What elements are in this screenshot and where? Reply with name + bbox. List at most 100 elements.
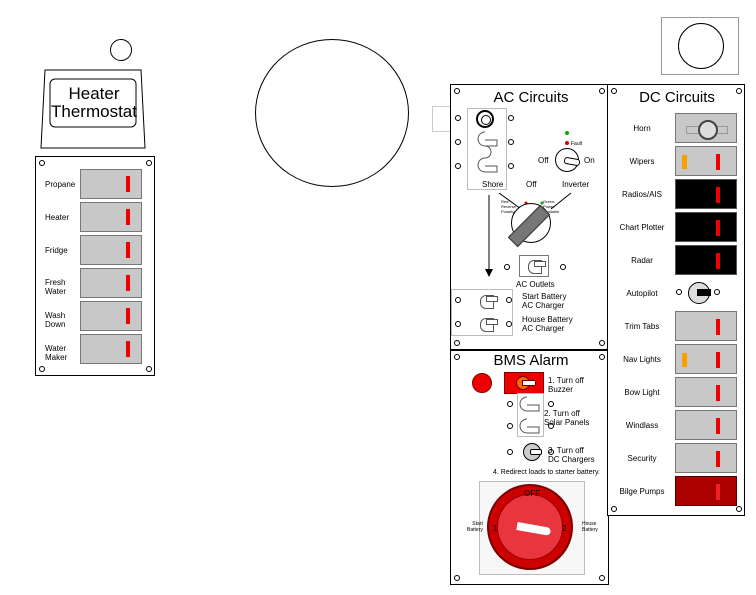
switch-pos2-label: 2 <box>562 524 567 533</box>
horn-style-button[interactable] <box>476 110 494 128</box>
dc-row: Wipers <box>608 145 744 177</box>
screw <box>454 354 460 360</box>
screw <box>146 160 152 166</box>
dc-switch[interactable] <box>675 344 737 374</box>
left-panel-label: Fridge <box>45 246 68 255</box>
dc-switch[interactable] <box>675 443 737 473</box>
screw <box>508 139 514 145</box>
inverter-label: Inverter <box>562 180 590 189</box>
dc-switch[interactable] <box>675 179 737 209</box>
dc-switch[interactable] <box>675 476 737 506</box>
switch-pos1-label: 1 <box>493 524 498 533</box>
dc-switch[interactable] <box>675 311 737 341</box>
switch-led <box>716 385 720 401</box>
dc-label: Bow Light <box>624 388 660 397</box>
battery-switch-dial[interactable] <box>487 484 573 570</box>
dc-row: Horn <box>608 112 744 144</box>
switch-off-label: OFF <box>524 489 540 498</box>
dc-label: Autopilot <box>626 289 658 298</box>
screw <box>599 575 605 581</box>
green-note: Green: Power Available <box>543 199 560 214</box>
dc-row: Nav Lights <box>608 343 744 375</box>
selector-arrows-icon <box>485 192 572 277</box>
small-circle-indicator <box>110 39 132 61</box>
switch-led <box>716 352 720 368</box>
buzzer-switch[interactable] <box>504 372 544 394</box>
switch-led <box>126 308 130 324</box>
off-label: Off <box>538 156 549 165</box>
ac-outlets-label: AC Outlets <box>516 280 555 289</box>
heater-thermostat[interactable]: Heater Thermostat <box>37 68 149 150</box>
alarm-light <box>472 373 492 393</box>
switch-led <box>716 253 720 269</box>
red-led <box>565 141 569 145</box>
amber-led <box>682 353 687 367</box>
dc-label: Bilge Pumps <box>619 487 665 496</box>
screw <box>146 366 152 372</box>
green-led <box>565 131 569 135</box>
gauge-circle <box>678 23 724 69</box>
thermostat-title: Heater Thermostat <box>51 84 137 121</box>
left-panel-switch[interactable] <box>80 169 142 199</box>
left-panel-row: Fresh Water <box>36 267 154 299</box>
breaker-toggle-icon[interactable] <box>477 130 503 186</box>
autopilot-switch[interactable] <box>688 282 711 304</box>
dc-label: Security <box>627 454 657 463</box>
screw <box>455 297 461 303</box>
start-charger-label: Start Battery AC Charger <box>522 292 567 310</box>
dc-label: Trim Tabs <box>624 322 660 331</box>
large-circle-gauge <box>255 39 409 187</box>
left-panel-switch[interactable] <box>80 235 142 265</box>
dc-switch[interactable] <box>675 377 737 407</box>
dc-row: Autopilot <box>608 277 744 309</box>
screw <box>507 423 513 429</box>
screw <box>455 163 461 169</box>
dc-switch[interactable] <box>675 410 737 440</box>
dc-row: Security <box>608 442 744 474</box>
screw <box>455 115 461 121</box>
horn-icon <box>698 120 718 140</box>
switch-led <box>716 451 720 467</box>
ac-outlets-breaker[interactable] <box>519 255 549 277</box>
screw <box>676 289 682 295</box>
on-label: On <box>584 156 595 165</box>
solar-breaker-icon[interactable] <box>519 395 545 439</box>
dc-label: Radios/AIS <box>621 190 663 199</box>
horn-button[interactable] <box>675 113 737 143</box>
shore-inverter-selector[interactable] <box>555 148 581 172</box>
step3-label: 3. Turn off DC Chargers <box>548 446 595 464</box>
screw <box>506 297 512 303</box>
dc-switch[interactable] <box>675 212 737 242</box>
dc-label: Radar <box>631 256 653 265</box>
screw <box>455 321 461 327</box>
left-panel-switch[interactable] <box>80 268 142 298</box>
ac-rotary-selector[interactable] <box>507 203 551 248</box>
house-charger-label: House Battery AC Charger <box>522 315 573 333</box>
dc-row: Windlass <box>608 409 744 441</box>
screw <box>548 401 554 407</box>
switch-led <box>716 154 720 170</box>
screw <box>599 354 605 360</box>
left-panel-label: Propane <box>45 180 76 189</box>
dc-switch[interactable] <box>675 245 737 275</box>
dc-title: DC Circuits <box>639 89 715 106</box>
dc-switch[interactable] <box>675 146 737 176</box>
left-panel-switch[interactable] <box>80 301 142 331</box>
bms-alarm-panel: BMS Alarm 1. Turn off Buzzer 2. Turn off… <box>450 350 609 585</box>
left-panel-switch[interactable] <box>80 202 142 232</box>
ac-title: AC Circuits <box>493 89 569 106</box>
red-note: Red: Reverse Polarity <box>501 199 516 214</box>
screw <box>599 340 605 346</box>
start-charger-breaker[interactable] <box>471 290 501 312</box>
left-panel-switch[interactable] <box>80 334 142 364</box>
step1-label: 1. Turn off Buzzer <box>548 376 584 394</box>
shore-label: Shore <box>482 180 504 189</box>
screw <box>611 506 617 512</box>
screw <box>508 163 514 169</box>
house-battery-label: House Battery <box>582 521 598 533</box>
dc-charger-switch[interactable] <box>523 443 542 461</box>
left-panel-row: Fridge <box>36 234 154 266</box>
house-charger-breaker[interactable] <box>471 313 501 335</box>
dc-row: Bilge Pumps <box>608 475 744 507</box>
